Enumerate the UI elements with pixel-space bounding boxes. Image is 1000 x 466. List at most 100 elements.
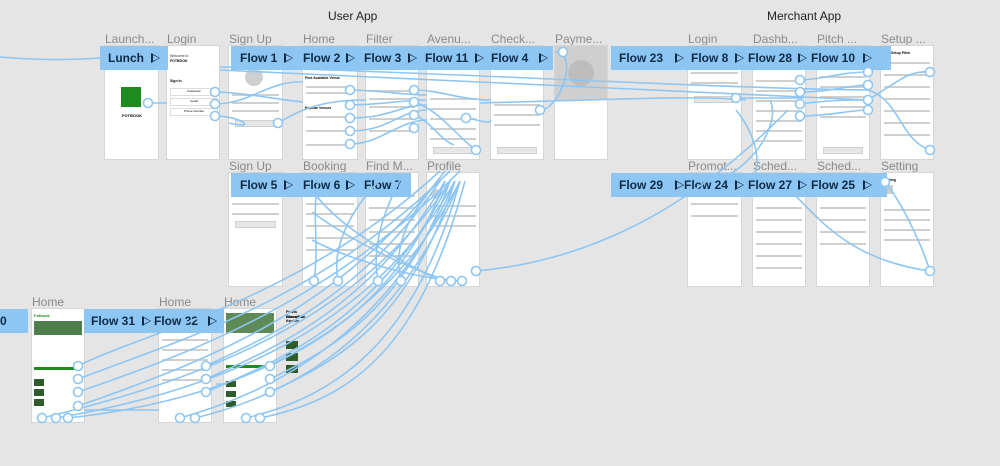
connector-node[interactable]	[174, 412, 186, 424]
flow-tag-5[interactable]: Flow 5	[240, 173, 277, 197]
connector-node[interactable]	[470, 144, 482, 156]
connector-node[interactable]	[344, 125, 356, 137]
play-icon[interactable]	[863, 180, 872, 190]
frame-label-promotion[interactable]: Promot...	[688, 159, 737, 173]
flow-tag-3[interactable]: Flow 3	[364, 46, 401, 70]
flow-tag-10[interactable]: Flow 10	[811, 46, 855, 70]
frame-label-avenue[interactable]: Avenu...	[427, 32, 471, 46]
play-icon[interactable]	[798, 53, 807, 63]
connector-node[interactable]	[72, 400, 84, 412]
flow-banner-merchant-top[interactable]: Flow 23 Flow 8 Flow 28 Flow 10	[611, 46, 891, 70]
flow-tag-32[interactable]: Flow 32	[154, 309, 198, 333]
connector-node[interactable]	[924, 66, 936, 78]
connector-node[interactable]	[924, 144, 936, 156]
connector-node[interactable]	[344, 84, 356, 96]
flow-tag-1[interactable]: Flow 1	[240, 46, 277, 70]
connector-node[interactable]	[794, 86, 806, 98]
frame-label-find-match[interactable]: Find M...	[366, 159, 413, 173]
flow-banner-user-mid[interactable]: Flow 5 Flow 6 Flow 7	[231, 173, 411, 197]
connector-node[interactable]	[924, 265, 936, 277]
frame-label-login[interactable]: Login	[167, 32, 197, 46]
frame-label-schedule-2[interactable]: Sched...	[817, 159, 862, 173]
frame-label-home-b[interactable]: Home	[159, 295, 192, 309]
connector-node[interactable]	[408, 122, 420, 134]
connector-node[interactable]	[460, 112, 472, 124]
frame-label-home-c[interactable]: Home	[224, 295, 257, 309]
play-icon[interactable]	[735, 53, 744, 63]
connector-node[interactable]	[794, 98, 806, 110]
flow-tag-28[interactable]: Flow 28	[748, 46, 792, 70]
flow-tag-cut[interactable]: 0	[0, 309, 7, 333]
connector-node[interactable]	[72, 373, 84, 385]
connector-node[interactable]	[862, 104, 874, 116]
play-icon[interactable]	[408, 53, 417, 63]
play-icon[interactable]	[735, 180, 744, 190]
frame-label-checkout[interactable]: Check...	[491, 32, 536, 46]
flow-banner-bottom[interactable]: Flow 31 Flow 32	[84, 309, 224, 333]
frame-label-signup[interactable]: Sign Up	[229, 32, 272, 46]
connector-node[interactable]	[72, 386, 84, 398]
connector-node[interactable]	[50, 412, 62, 424]
frame-label-signup-2[interactable]: Sign Up	[229, 159, 272, 173]
connector-node[interactable]	[264, 373, 276, 385]
frame-label-launch[interactable]: Launch...	[105, 32, 155, 46]
flow-tag-31[interactable]: Flow 31	[91, 309, 135, 333]
flow-tag-24[interactable]: Flow 24	[684, 173, 728, 197]
play-icon[interactable]	[284, 180, 293, 190]
connector-node[interactable]	[264, 360, 276, 372]
flow-tag-29[interactable]: Flow 29	[619, 173, 663, 197]
play-icon[interactable]	[346, 180, 355, 190]
flow-tag-11[interactable]: Flow 11	[425, 46, 468, 70]
flow-tag-23[interactable]: Flow 23	[619, 46, 663, 70]
flow-banner-merchant-mid[interactable]: Flow 29 Flow 24 Flow 27 Flow 25	[611, 173, 887, 197]
connector-node[interactable]	[862, 66, 874, 78]
connector-node[interactable]	[36, 412, 48, 424]
frame-label-setting[interactable]: Setting	[881, 159, 919, 173]
connector-node[interactable]	[534, 104, 546, 116]
connector-node[interactable]	[62, 412, 74, 424]
connector-node[interactable]	[408, 109, 420, 121]
connector-node[interactable]	[794, 74, 806, 86]
connector-node[interactable]	[408, 96, 420, 108]
connector-node[interactable]	[240, 412, 252, 424]
connector-node[interactable]	[445, 275, 457, 287]
connector-node[interactable]	[209, 86, 221, 98]
play-icon[interactable]	[798, 180, 807, 190]
screen-setup-pitch[interactable]: Setup Pitch	[881, 46, 933, 159]
frame-label-filter[interactable]: Filter	[366, 32, 393, 46]
connector-node[interactable]	[189, 412, 201, 424]
connector-node[interactable]	[395, 275, 407, 287]
frame-label-home[interactable]: Home	[303, 32, 336, 46]
frame-label-setup[interactable]: Setup ...	[881, 32, 926, 46]
flow-banner-lunch[interactable]: Lunch	[100, 46, 168, 70]
connector-node[interactable]	[557, 46, 569, 58]
flow-tag-6[interactable]: Flow 6	[303, 173, 340, 197]
frame-label-pitch[interactable]: Pitch ...	[817, 32, 858, 46]
flow-tag-25[interactable]: Flow 25	[811, 173, 855, 197]
connector-node[interactable]	[794, 110, 806, 122]
connector-node[interactable]	[209, 110, 221, 122]
connector-node[interactable]	[209, 98, 221, 110]
flow-tag-27[interactable]: Flow 27	[748, 173, 792, 197]
connector-node[interactable]	[730, 92, 742, 104]
play-icon[interactable]	[151, 53, 160, 63]
connector-node[interactable]	[456, 275, 468, 287]
play-icon[interactable]	[284, 53, 293, 63]
play-icon[interactable]	[142, 316, 151, 326]
flow-banner-user-top[interactable]: Flow 1 Flow 2 Flow 3 Flow 11 Flow 4	[231, 46, 553, 70]
frame-label-profile[interactable]: Profile	[427, 159, 462, 173]
connector-node[interactable]	[142, 97, 154, 109]
frame-label-home-a[interactable]: Home	[32, 295, 65, 309]
play-icon[interactable]	[475, 53, 484, 63]
play-icon[interactable]	[675, 180, 684, 190]
frame-label-schedule[interactable]: Sched...	[753, 159, 798, 173]
connector-node[interactable]	[200, 386, 212, 398]
play-icon[interactable]	[539, 53, 548, 63]
connector-node[interactable]	[344, 112, 356, 124]
connector-node[interactable]	[332, 275, 344, 287]
play-icon[interactable]	[863, 53, 872, 63]
flow-tag-lunch[interactable]: Lunch	[108, 46, 144, 70]
connector-node[interactable]	[862, 94, 874, 106]
flow-tag-8[interactable]: Flow 8	[691, 46, 728, 70]
play-icon[interactable]	[346, 53, 355, 63]
